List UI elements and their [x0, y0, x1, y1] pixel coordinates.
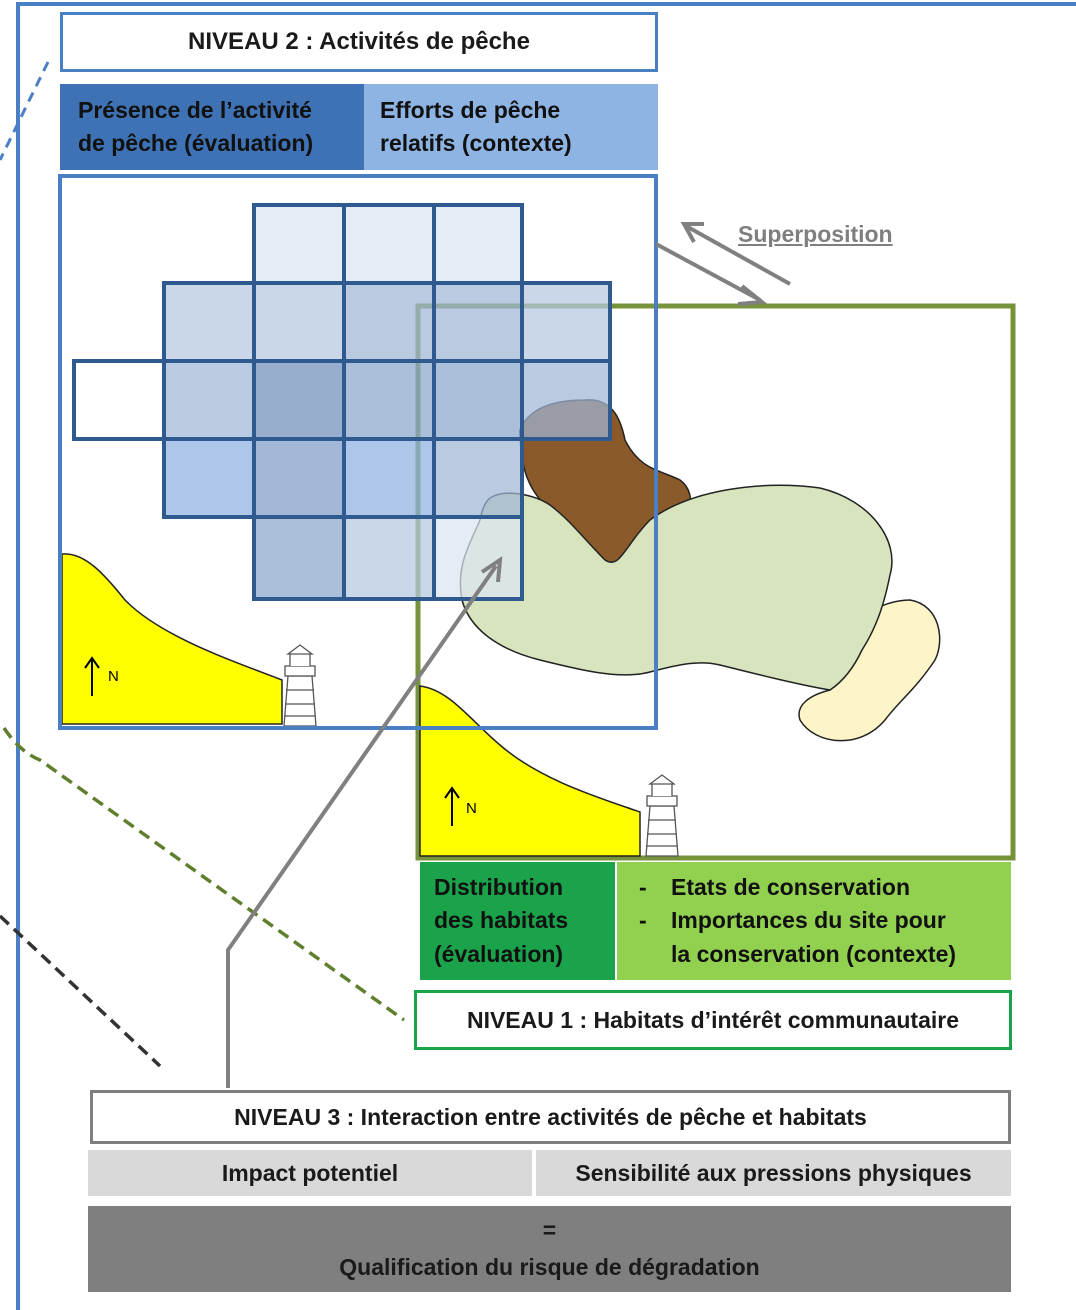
conservation-box: Etats de conservation Importances du sit…: [617, 862, 1011, 980]
habitat-distribution-line2: des habitats: [434, 907, 569, 934]
fishing-lighthouse-icon: [283, 644, 317, 727]
habitat-north-arrow-icon: [444, 786, 460, 826]
grid-cell: [252, 515, 346, 601]
niveau2-title-text: NIVEAU 2 : Activités de pêche: [188, 28, 530, 55]
habitat-distribution-box: Distribution des habitats (évaluation): [420, 862, 615, 980]
grid-cell: [520, 281, 612, 363]
green-habitat-patch: [459, 484, 893, 691]
niveau3-title-text: NIVEAU 3 : Interaction entre activités d…: [234, 1103, 867, 1130]
niveau1-title: NIVEAU 1 : Habitats d’intérêt communauta…: [414, 990, 1012, 1050]
grid-cell: [432, 203, 524, 285]
fishing-presence-box: Présence de l’activité de pêche (évaluat…: [60, 84, 364, 170]
fishing-map-frame: [58, 174, 658, 730]
fishing-effort-grid: [72, 203, 612, 601]
grid-cell: [342, 437, 436, 519]
grid-cell: [342, 281, 436, 363]
fishing-presence-line1: Présence de l’activité: [78, 96, 312, 123]
fishing-effort-box: Efforts de pêche relatifs (contexte): [364, 84, 658, 170]
grid-cell: [252, 281, 346, 363]
grid-cell: [432, 515, 524, 601]
habitat-north-label: N: [466, 800, 477, 817]
blue-dashed-connector: [0, 61, 50, 161]
risk-qualification-text: Qualification du risque de dégradation: [339, 1254, 760, 1280]
habitat-distribution-line3: (évaluation): [434, 940, 564, 967]
grid-cell: [162, 281, 256, 363]
superposition-label: Superposition: [738, 220, 893, 247]
niveau3-title: NIVEAU 3 : Interaction entre activités d…: [90, 1090, 1011, 1144]
habitat-distribution-line1: Distribution: [434, 873, 564, 900]
grid-cell: [72, 359, 166, 441]
grid-cell: [520, 359, 612, 441]
sensitivity-cell: Sensibilité aux pressions physiques: [536, 1150, 1011, 1196]
grid-cell: [342, 203, 436, 285]
grid-cell: [342, 359, 436, 441]
grid-cell: [342, 515, 436, 601]
habitat-lighthouse-icon: [645, 774, 679, 857]
impact-potential-text: Impact potentiel: [221, 1159, 399, 1186]
outer-frame: [16, 2, 1076, 1310]
fishing-map: [58, 174, 658, 730]
equals-sign: =: [542, 1217, 557, 1244]
fishing-north-arrow-icon: [84, 656, 100, 696]
niveau1-title-text: NIVEAU 1 : Habitats d’intérêt communauta…: [466, 1006, 960, 1033]
conservation-item-2-line2: la conservation (contexte): [671, 940, 957, 967]
conservation-list: Etats de conservation Importances du sit…: [627, 871, 956, 971]
fishing-effort-line1: Efforts de pêche: [380, 96, 561, 123]
black-dashed-connector: [0, 914, 162, 1068]
grid-cell: [432, 281, 524, 363]
green-dashed-connector: [2, 727, 406, 1022]
grid-cell: [252, 359, 346, 441]
fishing-effort-line2: relatifs (contexte): [380, 130, 572, 156]
grid-cell: [252, 437, 346, 519]
conservation-item-2-line1: Importances du site pour: [671, 907, 946, 934]
grid-cell: [432, 437, 524, 519]
fishing-presence-line2: de pêche (évaluation): [78, 130, 314, 156]
impact-potential-cell: Impact potentiel: [88, 1150, 532, 1196]
grid-cell: [432, 359, 524, 441]
superposition-arrows-icon: [655, 222, 791, 306]
grid-cell: [162, 359, 256, 441]
niveau3-connector-arrow: [226, 564, 498, 1088]
niveau3-connector-arrowhead: [480, 556, 503, 583]
fishing-coast: [61, 553, 283, 725]
conservation-item-1: Etats de conservation: [627, 871, 956, 905]
grid-cell: [162, 437, 256, 519]
conservation-item-2: Importances du site pour la conservation…: [627, 904, 956, 971]
risk-qualification-box: = Qualification du risque de dégradation: [88, 1206, 1011, 1292]
niveau2-title: NIVEAU 2 : Activités de pêche: [60, 12, 658, 72]
fishing-north-label: N: [108, 668, 119, 685]
sensitivity-text: Sensibilité aux pressions physiques: [575, 1159, 972, 1186]
grid-cell: [252, 203, 346, 285]
